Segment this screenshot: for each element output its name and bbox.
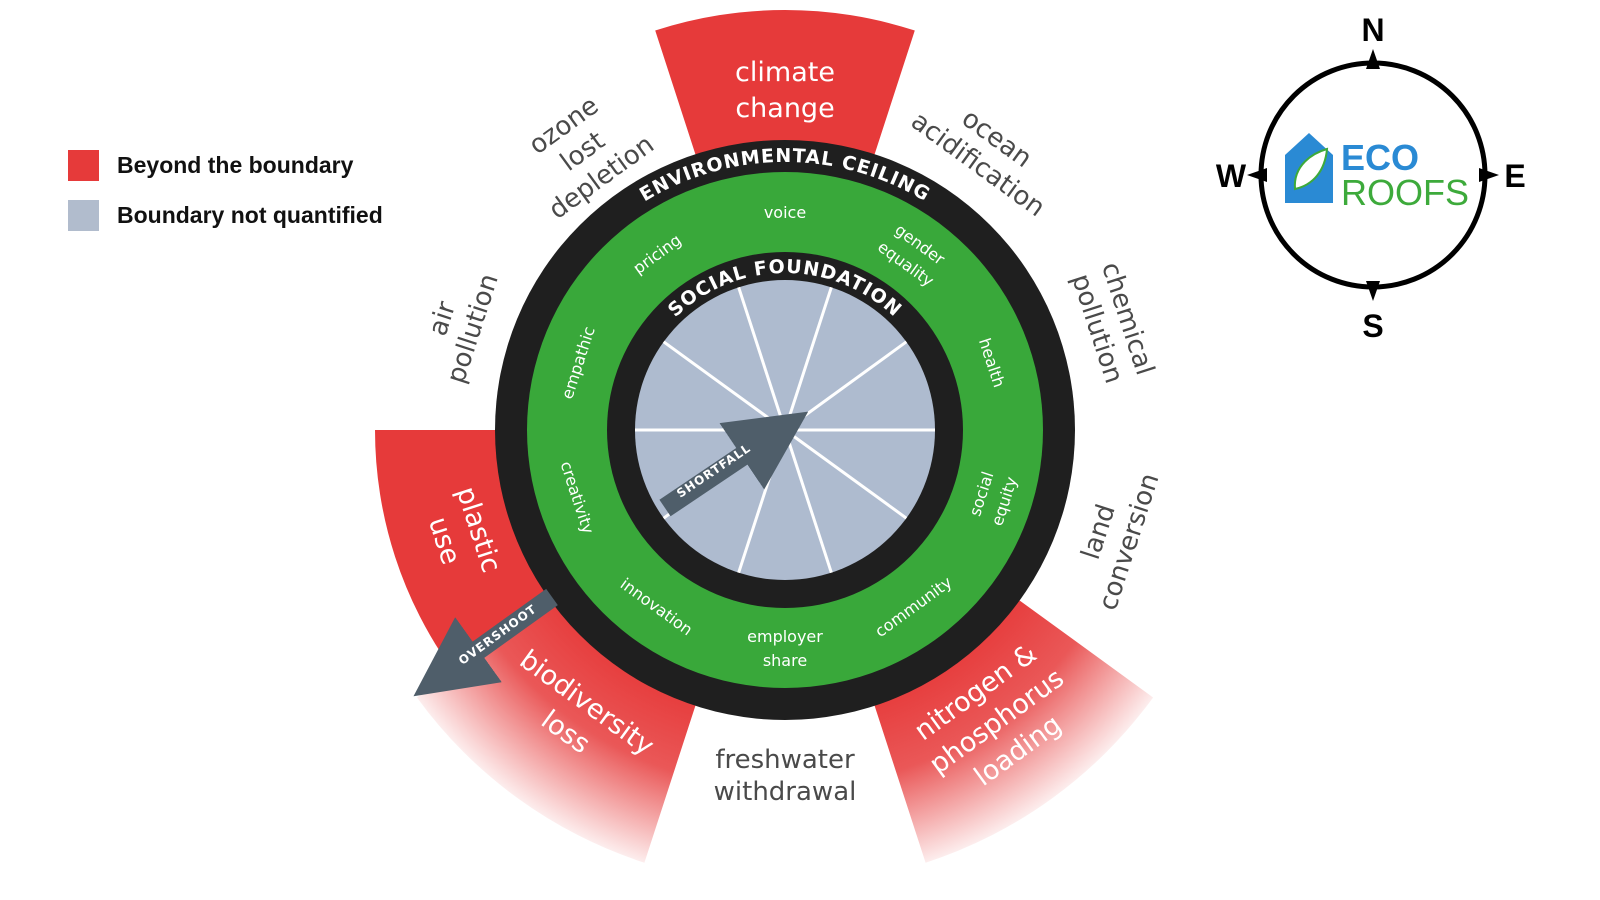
compass-north: N bbox=[1361, 12, 1384, 48]
social-text: share bbox=[763, 651, 807, 670]
social-dimension-label: voice bbox=[764, 203, 806, 222]
compass-east: E bbox=[1504, 158, 1525, 194]
dimension-text: withdrawal bbox=[714, 777, 857, 807]
social-text: employer bbox=[747, 627, 823, 646]
compass-west: W bbox=[1216, 158, 1247, 194]
social-dimension-label: employer share bbox=[747, 627, 823, 670]
logo-roofs-text: ROOFS bbox=[1341, 172, 1469, 213]
shortfall-arrow bbox=[659, 411, 809, 517]
legend-label: Beyond the boundary bbox=[117, 151, 354, 178]
legend-swatch-red bbox=[68, 149, 99, 181]
boundary-wedges bbox=[375, 10, 1154, 863]
compass-pointer-icon bbox=[1366, 281, 1380, 301]
boundary-wedge bbox=[655, 10, 915, 164]
dimension-text: climate bbox=[735, 57, 835, 88]
compass-pointer-icon bbox=[1366, 49, 1380, 69]
dimension-text: change bbox=[735, 93, 834, 124]
compass-south: S bbox=[1362, 308, 1383, 344]
legend-item-not-quantified: Boundary not quantified bbox=[68, 198, 383, 232]
overshoot-arrow bbox=[413, 588, 558, 697]
legend: Beyond the boundary Boundary not quantif… bbox=[68, 148, 383, 248]
boundary-wedge bbox=[871, 594, 1154, 863]
compass-pointer-icon bbox=[1247, 168, 1267, 182]
core-divider bbox=[783, 286, 833, 431]
logo-eco-text: ECO bbox=[1341, 137, 1419, 178]
compass-pointer-icon bbox=[1479, 168, 1499, 182]
legend-label: Boundary not quantified bbox=[117, 201, 383, 228]
legend-item-beyond: Beyond the boundary bbox=[68, 148, 383, 182]
core-divider bbox=[737, 286, 787, 431]
legend-swatch-grey bbox=[68, 199, 99, 231]
dimension-text: freshwater bbox=[715, 745, 855, 775]
boundary-wedge bbox=[375, 430, 559, 671]
leaf-icon bbox=[1293, 147, 1329, 191]
environmental-dimension-label: climate change bbox=[735, 57, 835, 124]
social-text: voice bbox=[764, 203, 806, 222]
